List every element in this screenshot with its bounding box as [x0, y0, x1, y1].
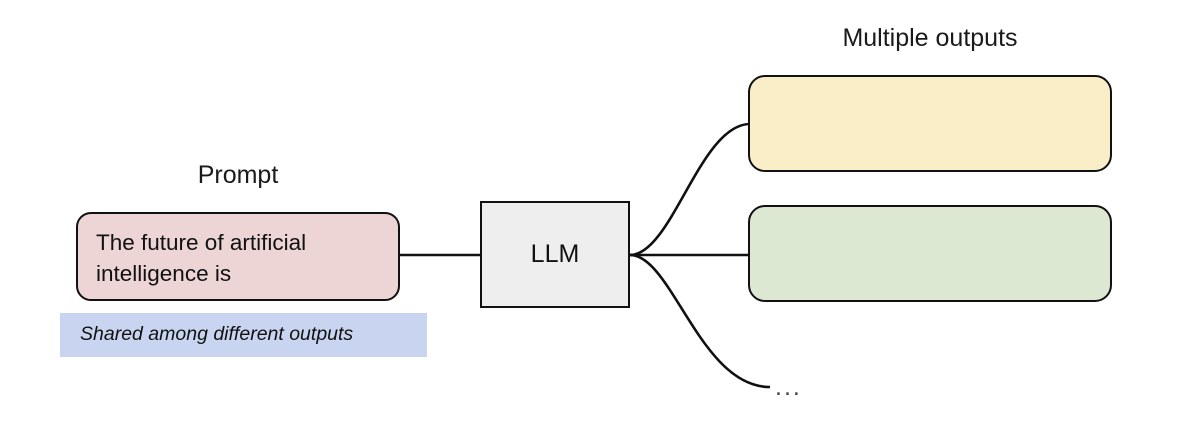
output-node-2[interactable] — [748, 205, 1112, 302]
multiple-outputs-label: Multiple outputs — [842, 24, 1018, 52]
shared-annotation-highlight: Shared among different outputs — [60, 313, 427, 357]
connector-llm-to-output-1 — [629, 122, 751, 257]
llm-node[interactable]: LLM — [480, 201, 630, 308]
llm-node-text: LLM — [530, 240, 580, 268]
prompt-node-text: The future of artificial intelligence is — [96, 230, 307, 286]
shared-annotation-text: Shared among different outputs — [80, 323, 354, 346]
ellipsis-more-outputs: ... — [775, 373, 802, 401]
prompt-label: Prompt — [197, 161, 279, 189]
output-node-1[interactable] — [748, 75, 1112, 172]
prompt-node[interactable]: The future of artificial intelligence is — [76, 212, 400, 301]
